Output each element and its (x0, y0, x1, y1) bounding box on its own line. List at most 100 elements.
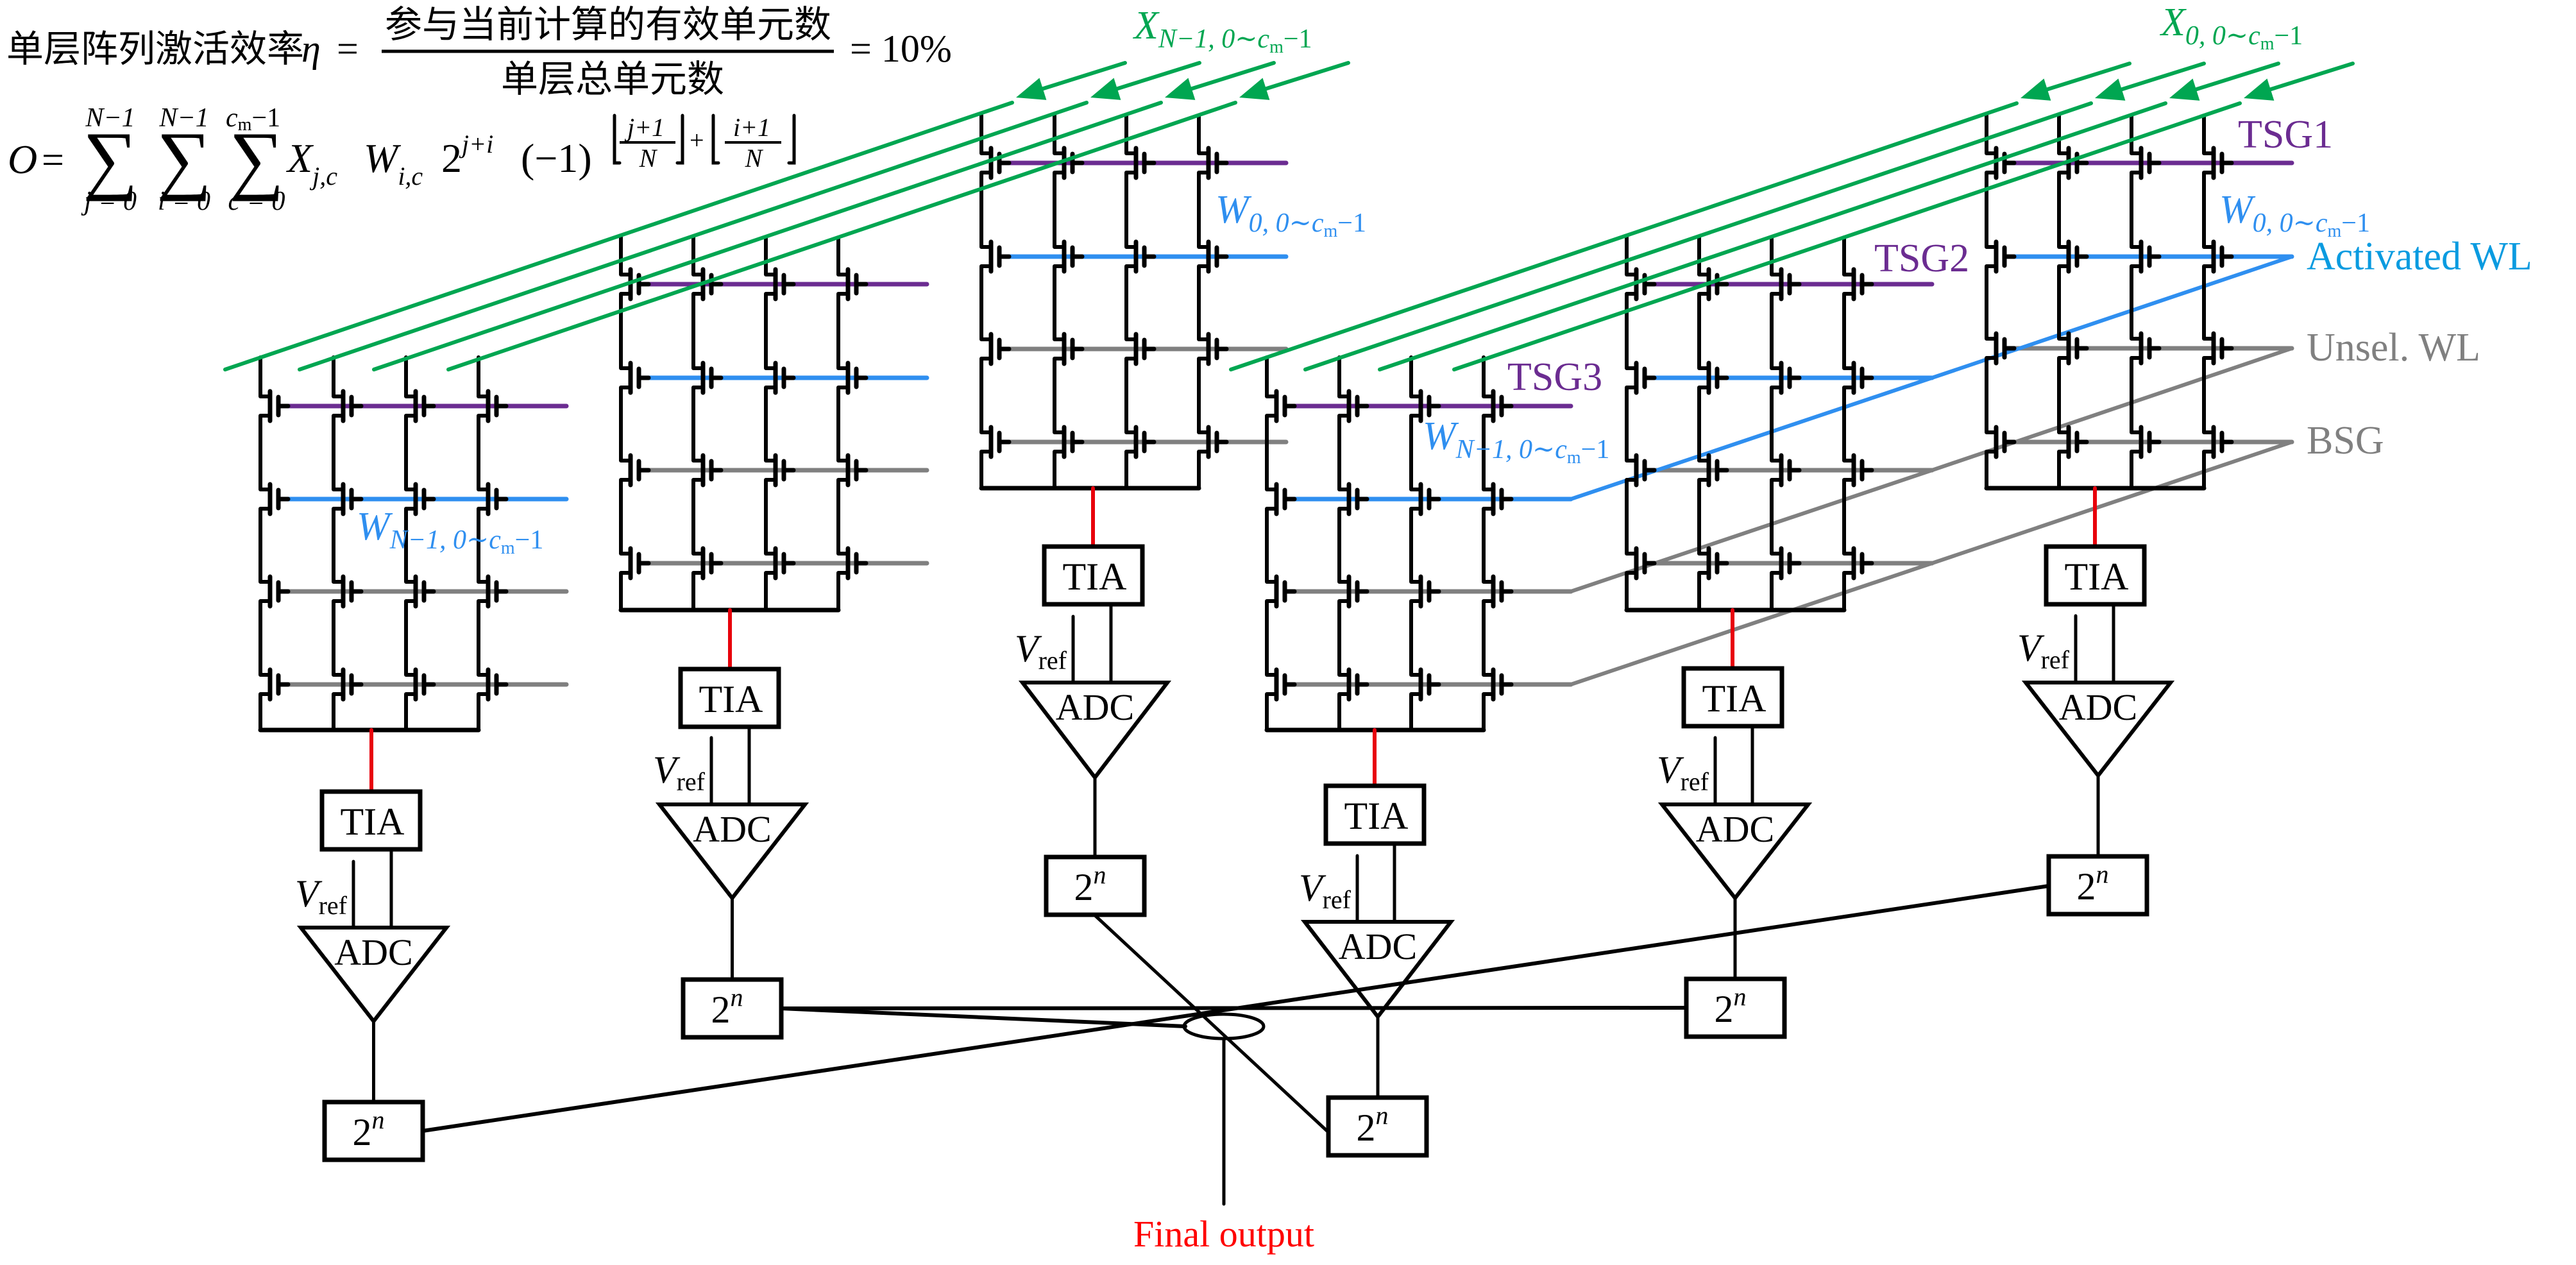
transistor-cell (2139, 425, 2162, 459)
sigma-j: ∑ (83, 116, 138, 201)
nand-string (1482, 355, 1514, 732)
bit-line (691, 235, 704, 612)
transistor-cell (1418, 482, 1441, 516)
input-line (1303, 101, 2093, 371)
transistor-cell (773, 453, 796, 488)
transistor-cell (2066, 331, 2089, 366)
transistor-cell (413, 389, 436, 423)
transistor-cell (700, 361, 724, 395)
term-w: Wi,c (364, 135, 423, 191)
transistor-cell (1133, 425, 1157, 459)
bit-line (979, 114, 992, 490)
adc-label: ADC (334, 931, 412, 973)
input-line (298, 101, 1089, 371)
transistor-cell (1779, 546, 1802, 581)
tsg1-label: TSG1 (2238, 113, 2333, 157)
floor2-left (711, 114, 720, 165)
input-arrow-shaft (2038, 62, 2131, 94)
sigma-c: ∑ (229, 116, 284, 201)
transistor-cell (1779, 267, 1802, 301)
bit-line (1770, 235, 1782, 612)
bit-line (1985, 114, 1997, 490)
transistor-cell (2066, 239, 2089, 274)
transistor-cell (628, 453, 651, 488)
vref-label: Vref (653, 749, 706, 796)
transistor-cell (1206, 239, 1229, 274)
transistor-cell (486, 482, 509, 516)
sum-wire-2 (779, 1006, 1187, 1028)
transistor-cell (1491, 574, 1514, 609)
transistor-cell (1706, 453, 1729, 488)
vref-label: Vref (2017, 627, 2070, 674)
nand-string (404, 355, 436, 732)
input-line (446, 101, 1237, 371)
transistor-cell (1062, 332, 1085, 366)
tia-label: TIA (699, 678, 763, 720)
nand-string (2202, 114, 2234, 490)
efficiency-formula: 单层阵列激活效率 η = 参与当前计算的有效单元数 单层总单元数 = 10% (6, 4, 952, 100)
input-label-x-n-1: XN−1, 0∼cm−1 (1132, 4, 1312, 57)
shift-block (322, 1099, 425, 1162)
vref-label: Vref (295, 872, 348, 920)
sigma-j-upper: N−1 (85, 103, 135, 133)
memory-array-1 (258, 355, 509, 733)
transistor-cell (341, 389, 364, 423)
input-arrow-shaft (2261, 62, 2355, 94)
transistor-cell (1634, 546, 1657, 581)
nand-string (1124, 114, 1157, 490)
final-output-label: Final output (1133, 1213, 1314, 1255)
tsg3-label: TSG3 (1507, 355, 1602, 399)
input-line (1378, 101, 2167, 371)
input-arrow-shaft (2112, 62, 2206, 94)
transistor-cell (1062, 425, 1085, 459)
transistor-cell (845, 361, 869, 395)
transistor-cell (2139, 239, 2162, 274)
transistor-cell (1491, 667, 1514, 702)
transistor-cell (1062, 239, 1085, 274)
nand-string (2057, 114, 2089, 490)
transistor-cell (1994, 239, 2017, 274)
bit-line (1197, 114, 1209, 490)
transistor-cell (1851, 546, 1874, 581)
input-line (223, 101, 1014, 371)
sigma-i-upper: N−1 (158, 103, 208, 133)
nand-string (1985, 114, 2017, 490)
transistor-cell (267, 482, 291, 516)
nand-string (258, 355, 291, 732)
transistor-cell (1851, 453, 1874, 488)
input-arrow-head-icon (1016, 78, 1047, 100)
sum-wire-3-4 (1093, 913, 1330, 1134)
input-arrow-head-icon (1165, 78, 1196, 100)
transistor-cell (1418, 574, 1441, 609)
bsg-connector (1930, 440, 2294, 565)
tia-block (1681, 666, 1784, 729)
efficiency-lhs: 单层阵列激活效率 (6, 28, 304, 70)
transistor-cell (413, 667, 436, 702)
transistor-cell (700, 453, 724, 488)
weight-label-array1: WN−1, 0∼cm−1 (357, 505, 543, 558)
transistor-cell (1634, 453, 1657, 488)
tia-label: TIA (1063, 556, 1127, 598)
transistor-cell (1994, 425, 2017, 459)
transistor-cell (2211, 331, 2234, 366)
shift-label: 2n (1357, 1101, 1389, 1149)
floor1-right (675, 114, 684, 165)
input-arrow-head-icon (1090, 78, 1121, 100)
transistor-cell (628, 361, 651, 395)
weight-label-array4: WN−1, 0∼cm−1 (1423, 414, 1609, 468)
bit-line (619, 235, 631, 612)
word-line-layer (276, 160, 2294, 687)
floor-exponent: j+1 N + i+1 N (613, 113, 796, 173)
floor1-denominator: N (639, 144, 658, 173)
memory-array-2 (618, 235, 869, 613)
transistor-cell (2211, 425, 2234, 459)
transistor-cell (1274, 389, 1297, 423)
transistor-cell (1779, 361, 1802, 395)
memory-array-5 (1624, 235, 1874, 613)
transistor-cell (1274, 574, 1297, 609)
adc-block (2021, 681, 2175, 779)
transistor-cell (1206, 332, 1229, 366)
